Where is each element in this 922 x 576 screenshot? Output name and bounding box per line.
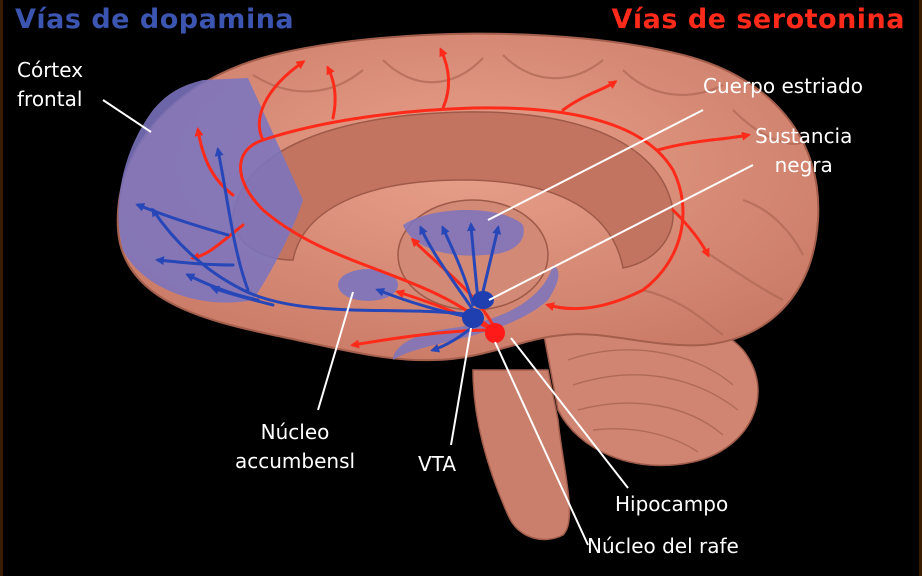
- label-substantia-line1: Sustancia: [755, 124, 853, 148]
- dopamine-pathways: [135, 147, 502, 353]
- hippocampus-region: [393, 265, 559, 360]
- label-cortex-line1: Córtex: [17, 58, 84, 82]
- label-raphe: Núcleo del rafe: [587, 534, 739, 558]
- substantia-nucleus: [472, 291, 494, 309]
- vta-nucleus: [462, 308, 484, 328]
- label-accumbens-line2: accumbensl: [235, 449, 356, 473]
- label-cortex-frontal: Córtex frontal: [17, 56, 83, 114]
- brain-illustration: [102, 32, 820, 546]
- serotonin-title: Vías de serotonina: [611, 4, 905, 35]
- label-striatum: Cuerpo estriado: [703, 74, 863, 98]
- label-cortex-line2: frontal: [17, 87, 83, 111]
- frontal-cortex-region: [118, 78, 304, 303]
- leader-lines: [102, 99, 754, 546]
- label-accumbens-line1: Núcleo: [260, 420, 330, 444]
- corpus-callosum: [232, 111, 674, 269]
- label-nucleus-accumbens: Núcleo accumbensl: [235, 418, 355, 476]
- raphe-nucleus: [485, 323, 505, 343]
- label-substantia-line2: negra: [774, 153, 833, 177]
- brainstem: [472, 369, 571, 541]
- label-substantia-nigra: Sustancia negra: [755, 122, 852, 180]
- dopamine-title: Vías de dopamina: [15, 4, 295, 35]
- label-vta: VTA: [418, 452, 457, 476]
- cerebrum: [116, 32, 820, 362]
- label-hippocampus: Hipocampo: [615, 492, 729, 516]
